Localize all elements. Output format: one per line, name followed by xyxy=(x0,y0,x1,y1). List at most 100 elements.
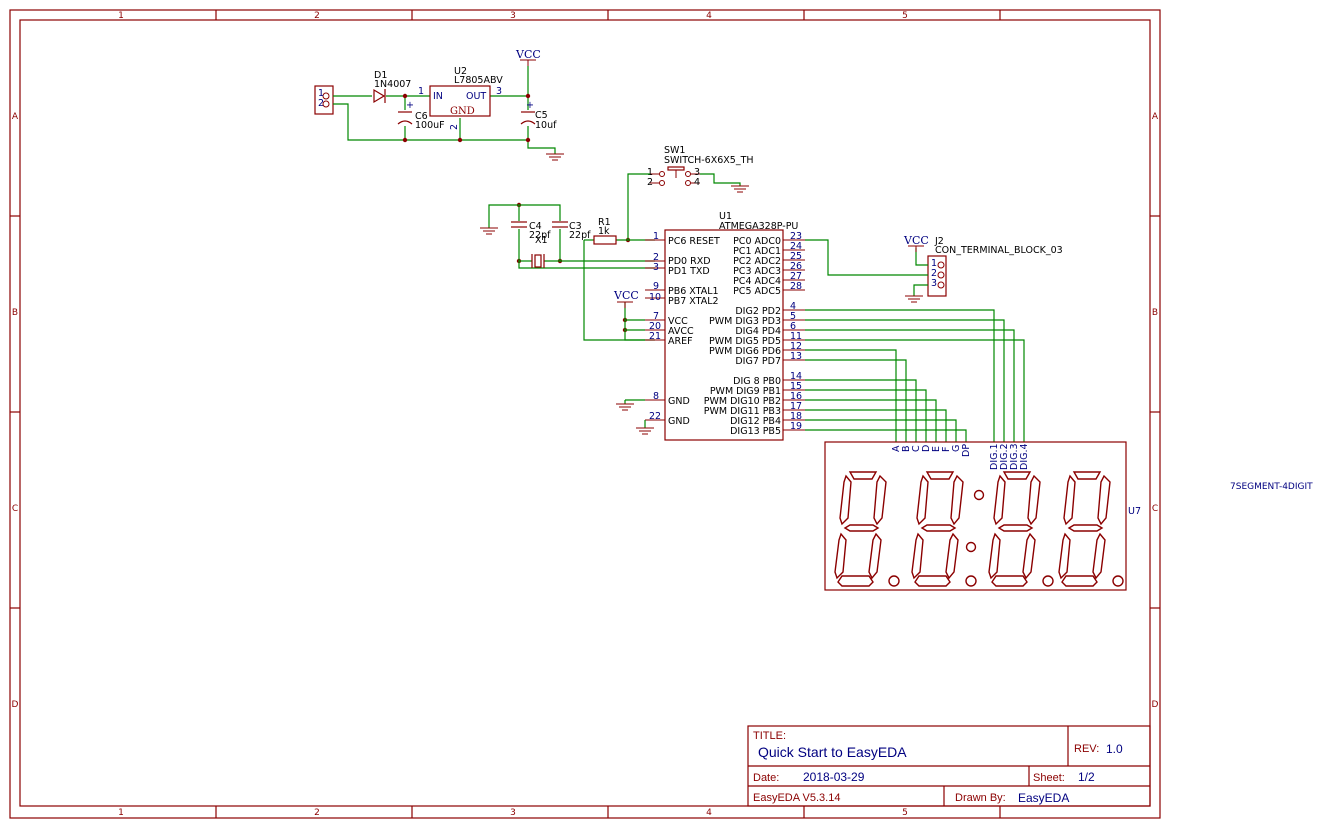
segment-b xyxy=(873,474,887,526)
sw1-pin-1: 1 xyxy=(647,167,653,178)
segment-a xyxy=(848,471,878,480)
capacitor-c3[interactable]: C3 22pf xyxy=(552,221,591,241)
u1-pin-name: VCC xyxy=(668,316,688,327)
col-label-bottom: 2 xyxy=(314,808,320,818)
segment-c xyxy=(945,532,959,580)
mcu-u1[interactable]: U1 ATMEGA328P-PU xyxy=(664,211,798,441)
u1-pin-name: PC5 ADC5 xyxy=(733,286,781,297)
c3-ref: C3 xyxy=(569,221,582,232)
u1-pin-name: AREF xyxy=(668,336,693,347)
u2-out-pin: OUT xyxy=(466,91,486,102)
u2-pin-gnd-number: 2 xyxy=(449,124,460,130)
u1-pin-name: DIG 8 PB0 xyxy=(733,376,781,387)
u1-pin-name: DIG7 PD7 xyxy=(735,356,781,367)
u1-pin-name: PD1 TXD xyxy=(668,266,710,277)
u1-pin-number: 16 xyxy=(790,391,802,402)
regulator-u2[interactable]: U2 L7805ABV IN OUT GND 1 3 2 xyxy=(418,66,503,130)
vcc-flag-regulator: VCC xyxy=(515,48,541,66)
ground-switch-icon xyxy=(731,185,749,193)
vcc-label: VCC xyxy=(903,234,929,247)
j2-wires xyxy=(805,239,928,296)
d1-value: 1N4007 xyxy=(374,79,411,90)
crystal-x1[interactable]: X1 xyxy=(531,235,548,268)
sheet-label: Sheet: xyxy=(1033,772,1065,784)
j2-value: CON_TERMINAL_BLOCK_03 xyxy=(935,245,1063,256)
capacitor-c6[interactable]: + C6 100uF xyxy=(397,100,445,131)
u1-pin-number: 12 xyxy=(790,341,802,352)
diode-d1[interactable]: D1 1N4007 xyxy=(373,70,411,104)
c5-ref: C5 xyxy=(535,110,548,121)
drawn-by-label: Drawn By: xyxy=(955,792,1006,804)
u7-pin: E xyxy=(931,446,942,452)
u1-pin-number: 3 xyxy=(653,262,659,273)
u1-pin-number: 2 xyxy=(653,252,659,263)
row-label-left: B xyxy=(12,308,18,318)
u1-pin-name: PC6 RESET xyxy=(668,236,720,247)
u7-pin: F xyxy=(941,447,952,452)
u1-pin-name: PWM DIG10 PB2 xyxy=(704,396,781,407)
resistor-r1[interactable]: R1 1k xyxy=(593,217,617,245)
drawing-frame xyxy=(9,9,1161,819)
u1-pin-number: 9 xyxy=(653,281,659,292)
segment-d xyxy=(914,575,951,587)
u2-value: L7805ABV xyxy=(454,75,503,86)
row-label-right: A xyxy=(1152,112,1159,122)
capacitor-c5[interactable]: + C5 10uf xyxy=(520,100,557,131)
power-wires xyxy=(333,66,556,154)
display-digits xyxy=(834,471,1124,587)
u1-pin-number: 20 xyxy=(649,321,661,332)
title-block: TITLE: Quick Start to EasyEDA REV: 1.0 D… xyxy=(747,725,1151,807)
u1-pin-number: 8 xyxy=(653,391,659,402)
u2-ref: U2 xyxy=(454,66,467,77)
ground-crystal-icon xyxy=(480,227,498,235)
row-label-left: A xyxy=(12,112,19,122)
junction-dots xyxy=(402,93,631,333)
u1-pin-name: PWM DIG6 PD6 xyxy=(709,346,781,357)
u7-pin: DIG.4 xyxy=(1019,443,1030,470)
j2-pin-2: 2 xyxy=(931,268,937,279)
sw1-pin-2: 2 xyxy=(647,177,653,188)
segment-d xyxy=(991,575,1028,587)
u1-pin-number: 28 xyxy=(790,281,802,292)
u1-ref: U1 xyxy=(719,211,732,222)
decimal-point xyxy=(965,575,977,587)
u1-pin-name: DIG12 PB4 xyxy=(730,416,781,427)
row-label-right: C xyxy=(1152,504,1158,514)
segment-f xyxy=(916,474,929,526)
segment-e xyxy=(1058,532,1071,580)
switch-sw1[interactable]: SW1 SWITCH-6X6X5_TH 1 2 3 4 xyxy=(647,145,754,188)
u1-pin-name: DIG13 PB5 xyxy=(730,426,781,437)
segment-e xyxy=(988,532,1001,580)
date-label: Date: xyxy=(753,772,779,784)
capacitor-c4[interactable]: C4 22pf xyxy=(511,221,551,241)
ground-regulator-icon xyxy=(546,153,564,161)
u1-pin-name: PC3 ADC3 xyxy=(733,266,781,277)
u1-pin-name: AVCC xyxy=(668,326,694,337)
col-label-top: 2 xyxy=(314,11,320,21)
u2-in-pin: IN xyxy=(433,91,443,102)
c3-value: 22pf xyxy=(569,230,591,241)
u1-pin-name: PWM DIG3 PD3 xyxy=(709,316,781,327)
c6-ref: C6 xyxy=(415,111,428,122)
colon-dot-lower xyxy=(965,541,977,553)
segment-f xyxy=(1063,474,1076,526)
u2-pin-out-number: 3 xyxy=(496,86,502,97)
u1-pin-number: 15 xyxy=(790,381,802,392)
terminal-block-j2[interactable]: J2 CON_TERMINAL_BLOCK_03 1 2 3 xyxy=(927,236,1063,297)
u1-pin-name: PB6 XTAL1 xyxy=(668,286,719,297)
power-connector-j1[interactable]: 1 2 xyxy=(314,85,334,115)
u1-pin-number: 1 xyxy=(653,231,659,242)
segment-e xyxy=(911,532,924,580)
c6-polarity-plus-icon: + xyxy=(406,100,414,111)
display-bus-wires xyxy=(805,309,1025,442)
segment-a xyxy=(1072,471,1102,480)
x1-ref: X1 xyxy=(535,235,548,246)
rev-value: 1.0 xyxy=(1106,742,1123,756)
title-label: TITLE: xyxy=(753,730,786,742)
sw1-ref: SW1 xyxy=(664,145,685,156)
u7-pin-labels: A B C D E F G DP DIG.1 DIG.2 DIG.3 DIG.4 xyxy=(891,443,1030,470)
u1-pin-number: 27 xyxy=(790,271,802,282)
rev-label: REV: xyxy=(1074,743,1099,755)
display-u7[interactable]: U7 xyxy=(824,441,1141,591)
